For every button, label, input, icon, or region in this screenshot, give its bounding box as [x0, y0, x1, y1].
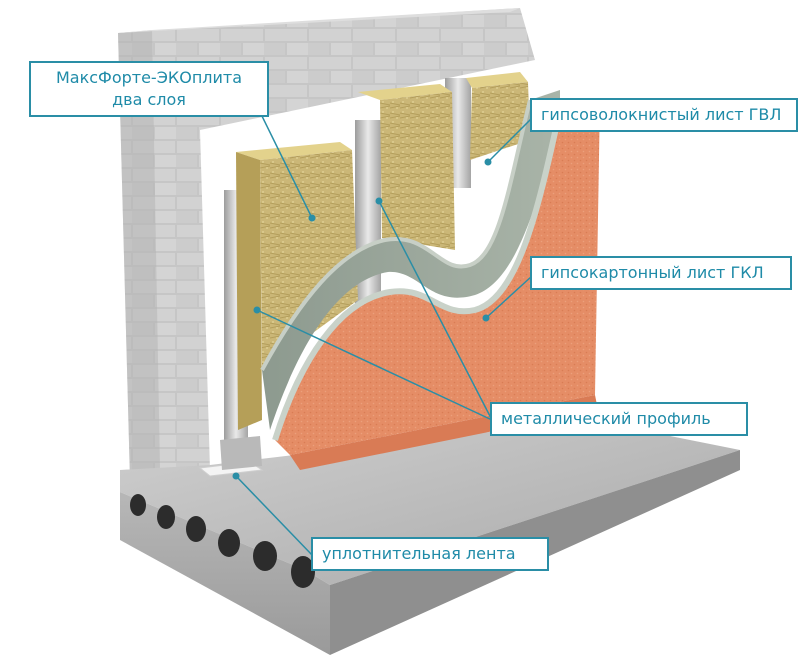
- dot-gkl: [482, 314, 490, 322]
- callout-tape-text: уплотнительная лента: [322, 544, 516, 563]
- callout-gvl: гипсоволокнистый лист ГВЛ: [530, 98, 798, 132]
- callout-gkl: гипсокартонный лист ГКЛ: [530, 256, 792, 290]
- leader-gvl: [487, 117, 533, 163]
- leader-dots: [232, 158, 492, 480]
- callout-insulation-line1: МаксФорте-ЭКОплита: [55, 68, 243, 87]
- dot-insulation: [308, 214, 316, 222]
- callout-tape: уплотнительная лента: [311, 537, 549, 571]
- slab-holes: [130, 494, 315, 588]
- callout-gvl-text: гипсоволокнистый лист ГВЛ: [541, 105, 782, 124]
- leader-profile-2: [256, 309, 493, 421]
- leader-tape: [235, 475, 314, 557]
- dot-gvl: [484, 158, 492, 166]
- dot-tape: [232, 472, 240, 480]
- leader-gkl: [485, 275, 533, 319]
- mineral-wool-panels: [236, 72, 530, 430]
- leader-insulation: [259, 111, 313, 219]
- callout-profile-text: металлический профиль: [501, 409, 711, 428]
- leader-profile-1: [378, 200, 493, 421]
- dot-profile-2: [253, 306, 261, 314]
- block-wall: [118, 8, 535, 480]
- dot-profile-1: [375, 197, 383, 205]
- callout-gkl-text: гипсокартонный лист ГКЛ: [541, 263, 764, 282]
- leader-lines: [235, 111, 533, 557]
- callout-insulation: МаксФорте-ЭКОплита два слоя: [29, 61, 269, 117]
- callout-profile: металлический профиль: [490, 402, 748, 436]
- callout-insulation-line2: два слоя: [112, 90, 186, 109]
- gvl-sheet: [260, 90, 560, 430]
